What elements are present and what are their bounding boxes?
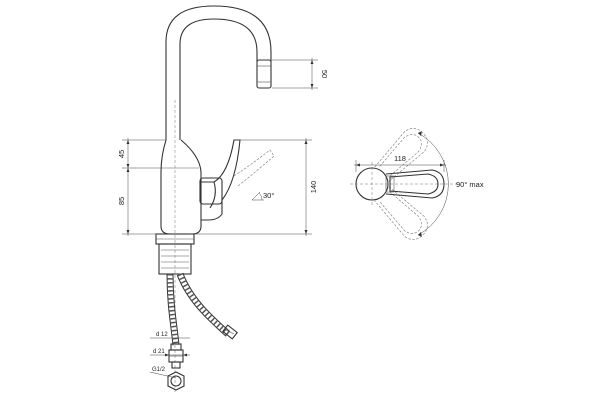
- gooseneck-spout-inner: [179, 18, 258, 140]
- lever-ghost-rotated-up: [374, 128, 428, 182]
- aerator-outlet: [256, 59, 272, 89]
- lever-swing-ghost: [233, 149, 275, 187]
- hose-end-fitting-right: [222, 324, 238, 340]
- dim-body-height: 85: [117, 197, 126, 205]
- nut-end-view: [167, 371, 185, 391]
- dim-thread-size: G1/2: [152, 367, 166, 373]
- dim-nut-diameter: d 21: [153, 349, 165, 355]
- lever-ghost-rotated-down: [374, 186, 428, 240]
- faucet-side-view: [155, 5, 275, 392]
- dim-top-width: 118: [394, 154, 406, 163]
- faucet-top-view: [350, 128, 460, 240]
- top-lever: [385, 169, 445, 199]
- dim-lever-angle: 30°: [263, 191, 274, 200]
- top-view-labels: 118 90° max: [394, 154, 484, 189]
- gooseneck-spout-outer: [165, 5, 272, 140]
- dim-total-height: 140: [309, 181, 318, 194]
- dimension-lines: [122, 58, 318, 379]
- dim-pipe-diameter: d 12: [156, 332, 168, 338]
- lever-handle: [201, 139, 241, 221]
- dim-rotation-max: 90° max: [456, 180, 484, 189]
- hose-end-fitting-left: [168, 343, 184, 369]
- mounting-stud: [158, 243, 192, 275]
- faucet-body: [160, 139, 202, 235]
- dimension-labels: 50 140 45 85 30° d 12 d 21 G1/2: [117, 70, 329, 373]
- dim-top-height: 45: [117, 150, 126, 158]
- dim-spout-height: 50: [320, 70, 329, 78]
- rotation-arc: [417, 132, 449, 236]
- lever-hinge: [199, 177, 223, 205]
